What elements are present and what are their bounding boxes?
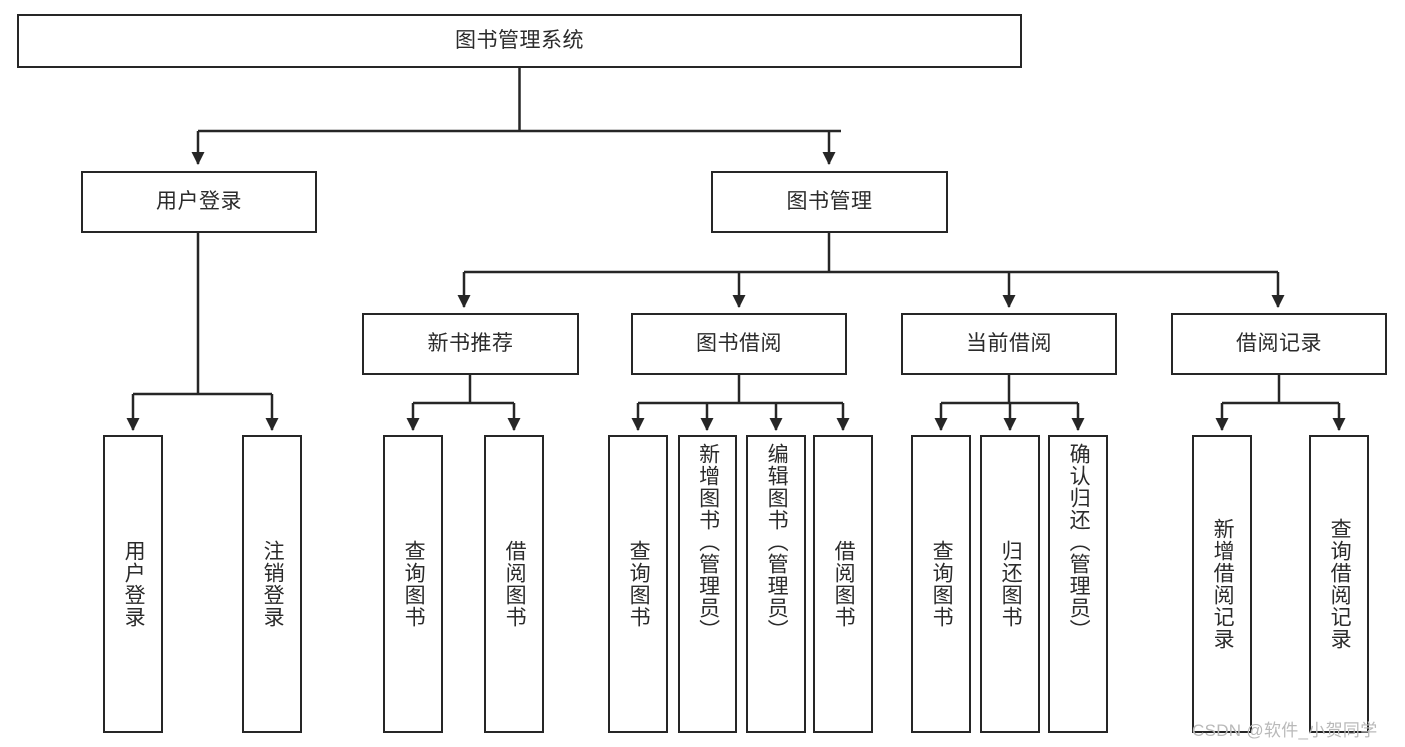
node-root[interactable]: 图书管理系统 [17,14,1022,68]
node-leaf-query-book-1[interactable]: 查询图书 [383,435,443,733]
node-borrow-record[interactable]: 借阅记录 [1171,313,1387,375]
node-leaf-user-login-label: 用户登录 [122,540,146,628]
node-leaf-query-book-1-label: 查询图书 [402,540,426,628]
node-leaf-borrow-book-1-label: 借阅图书 [503,540,527,628]
node-leaf-query-record-label: 查询借阅记录 [1328,518,1352,650]
node-new-book-recommend-label: 新书推荐 [427,331,514,355]
node-leaf-return-book-label: 归还图书 [999,540,1023,628]
node-leaf-user-login[interactable]: 用户登录 [103,435,163,733]
node-leaf-add-record[interactable]: 新增借阅记录 [1192,435,1252,733]
node-new-book-recommend[interactable]: 新书推荐 [362,313,579,375]
node-leaf-add-record-label: 新增借阅记录 [1211,518,1235,650]
node-leaf-query-book-2[interactable]: 查询图书 [608,435,668,733]
node-leaf-query-book-3[interactable]: 查询图书 [911,435,971,733]
node-book-borrow[interactable]: 图书借阅 [631,313,847,375]
node-leaf-return-book[interactable]: 归还图书 [980,435,1040,733]
node-leaf-confirm-return[interactable]: 确认归还（管理员） [1048,435,1108,733]
watermark-text: CSDN @软件_小贺同学 [1192,721,1378,740]
node-book-management-label: 图书管理 [786,189,873,213]
node-leaf-confirm-return-label: 确认归还（管理员） [1067,443,1091,641]
node-current-borrow[interactable]: 当前借阅 [901,313,1117,375]
node-borrow-record-label: 借阅记录 [1236,331,1322,355]
node-leaf-borrow-book-1[interactable]: 借阅图书 [484,435,544,733]
node-leaf-borrow-book-2-label: 借阅图书 [832,540,856,628]
node-root-label: 图书管理系统 [455,28,584,52]
node-leaf-logout-login-label: 注销登录 [261,540,285,628]
node-current-borrow-label: 当前借阅 [966,331,1052,355]
node-book-management[interactable]: 图书管理 [711,171,948,233]
node-leaf-query-book-2-label: 查询图书 [627,540,651,628]
node-leaf-logout-login[interactable]: 注销登录 [242,435,302,733]
node-user-login[interactable]: 用户登录 [81,171,317,233]
node-book-borrow-label: 图书借阅 [696,331,782,355]
node-leaf-edit-book-label: 编辑图书（管理员） [765,443,789,641]
node-leaf-edit-book[interactable]: 编辑图书（管理员） [746,435,806,733]
node-leaf-add-book[interactable]: 新增图书（管理员） [678,435,737,733]
node-leaf-borrow-book-2[interactable]: 借阅图书 [813,435,873,733]
node-leaf-add-book-label: 新增图书（管理员） [696,443,720,641]
node-user-login-label: 用户登录 [156,189,242,213]
node-leaf-query-record[interactable]: 查询借阅记录 [1309,435,1369,733]
node-leaf-query-book-3-label: 查询图书 [930,540,954,628]
